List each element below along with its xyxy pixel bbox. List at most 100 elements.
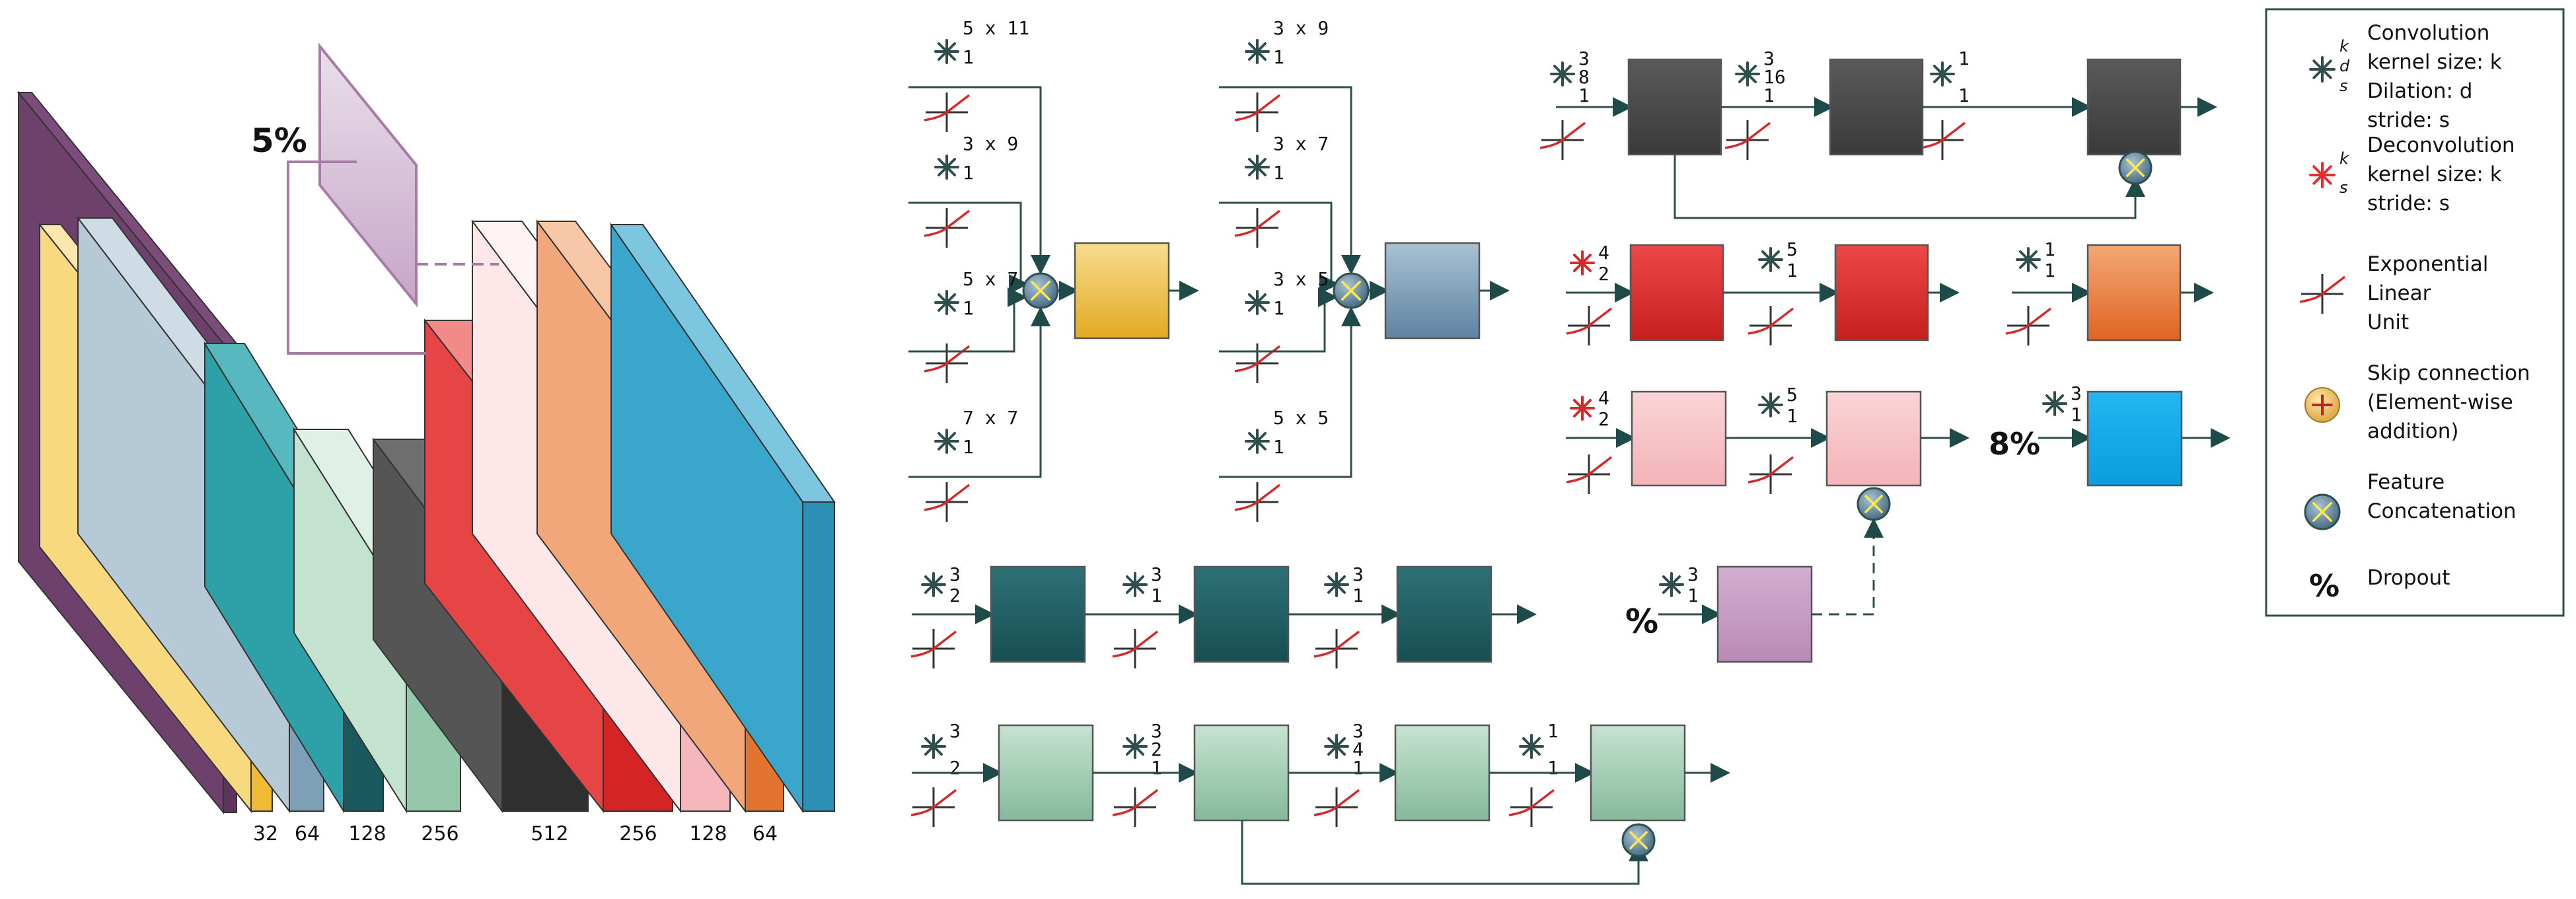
param-value: 16 xyxy=(1763,66,1786,88)
param-value: 1 xyxy=(1786,405,1798,427)
elu-icon xyxy=(1566,454,1613,494)
star-stroke xyxy=(2312,165,2332,185)
channel-label: 128 xyxy=(348,822,386,845)
convolution-icon xyxy=(1245,39,1270,64)
legend-symbol: s xyxy=(2339,178,2348,197)
elu-curve xyxy=(1508,789,1555,816)
layer-block-lavender xyxy=(1716,565,1813,663)
elu-icon xyxy=(2299,274,2346,314)
kernel-size-label: 3 x 9 xyxy=(963,133,1018,155)
convolution-icon xyxy=(1550,61,1575,87)
star-stroke xyxy=(2045,394,2065,414)
param-value: 3 xyxy=(1578,48,1590,69)
pink-row-dropout-label: 8% xyxy=(1989,426,2040,462)
star-stroke xyxy=(1125,737,1145,756)
param-value: 3 xyxy=(1352,563,1364,585)
elu-icon xyxy=(924,482,971,522)
stride-label: 1 xyxy=(1273,46,1284,68)
concat-x xyxy=(1629,830,1648,850)
star-stroke xyxy=(937,431,957,451)
dropout-connector xyxy=(1812,518,1884,616)
stride-label: 1 xyxy=(1273,436,1284,458)
param-value: 4 xyxy=(1352,738,1364,760)
elu-curve xyxy=(1112,789,1159,816)
elu-curve xyxy=(2299,275,2346,303)
convolution-icon xyxy=(1122,572,1148,597)
elu-icon xyxy=(924,208,971,248)
branch-connector xyxy=(908,287,1027,353)
star-stroke xyxy=(1761,395,1781,415)
param-label: 11 xyxy=(1519,720,1559,779)
elu-curve xyxy=(910,630,957,658)
convolution-icon xyxy=(934,155,959,180)
elu-curve xyxy=(924,484,971,511)
param-value: 1 xyxy=(1547,757,1559,779)
star-stroke xyxy=(1327,737,1346,756)
branch-connector xyxy=(908,306,1050,478)
star-stroke xyxy=(2312,59,2332,79)
elu-curve xyxy=(910,789,957,816)
elu-icon xyxy=(1234,343,1281,383)
slab-front xyxy=(802,501,835,812)
elu-icon xyxy=(910,787,957,827)
legend-text: kernel size: k xyxy=(2367,50,2502,74)
layer-block-mint xyxy=(1590,724,1686,822)
param-value: 1 xyxy=(2044,238,2055,260)
inception-output-block xyxy=(1384,242,1481,340)
star-stroke xyxy=(1247,293,1267,312)
param-value: 4 xyxy=(1598,242,1609,264)
param-label: 31 xyxy=(2042,382,2082,425)
skip-connection-icon xyxy=(2304,387,2340,423)
channel-label: 128 xyxy=(689,822,727,845)
concat-icon xyxy=(1621,823,1656,857)
channel-label: 256 xyxy=(619,822,657,845)
kernel-size-label: 7 x 7 xyxy=(963,407,1018,429)
kernel-size-label: 5 x 5 xyxy=(1273,407,1329,429)
param-value: 3 xyxy=(1151,563,1162,585)
layer-block-teal xyxy=(1396,565,1492,663)
param-value: 1 xyxy=(2071,404,2082,425)
layer-block-dark xyxy=(2086,58,2182,156)
concat-x xyxy=(1030,280,1051,301)
elu-curve xyxy=(924,345,971,373)
param-label: 51 xyxy=(1758,238,1798,281)
param-label: 42 xyxy=(1570,387,1609,430)
deconvolution-icon xyxy=(2309,162,2336,188)
convolution-icon xyxy=(2309,56,2336,83)
branch-connector xyxy=(1219,86,1361,275)
concat-icon xyxy=(2304,493,2341,530)
param-value: 4 xyxy=(1598,387,1609,409)
param-label: 42 xyxy=(1570,242,1609,285)
param-value: 2 xyxy=(1151,738,1162,760)
legend-text: Linear xyxy=(2367,281,2431,305)
param-value: 5 xyxy=(1786,238,1798,260)
legend-text: Dropout xyxy=(2367,566,2450,590)
legend-text: stride: s xyxy=(2367,108,2450,132)
convolution-icon xyxy=(1245,290,1270,315)
concat-icon xyxy=(1333,272,1370,309)
channel-labels: 32 64 128 256 512 256 128 64 xyxy=(253,822,778,845)
param-value: 1 xyxy=(1958,85,1969,106)
elu-curve xyxy=(1724,122,1771,149)
param-value: 1 xyxy=(2044,260,2055,281)
param-value: 3 xyxy=(1352,720,1364,742)
layer-block-pink xyxy=(1825,390,1922,487)
legend-text: Exponential xyxy=(2367,252,2488,276)
star-stroke xyxy=(1247,157,1267,177)
skip-connector xyxy=(1241,820,1648,885)
convolution-icon xyxy=(934,39,959,64)
legend-text: Unit xyxy=(2367,310,2409,334)
layer-block-red xyxy=(1834,244,1929,342)
deconvolution-icon xyxy=(1570,396,1595,421)
purple-row-dropout-label: % xyxy=(1625,602,1658,641)
concat-icon xyxy=(2118,151,2153,185)
param-value: 1 xyxy=(1786,260,1798,281)
elu-icon xyxy=(1919,120,1966,160)
elu-icon xyxy=(2005,306,2052,345)
